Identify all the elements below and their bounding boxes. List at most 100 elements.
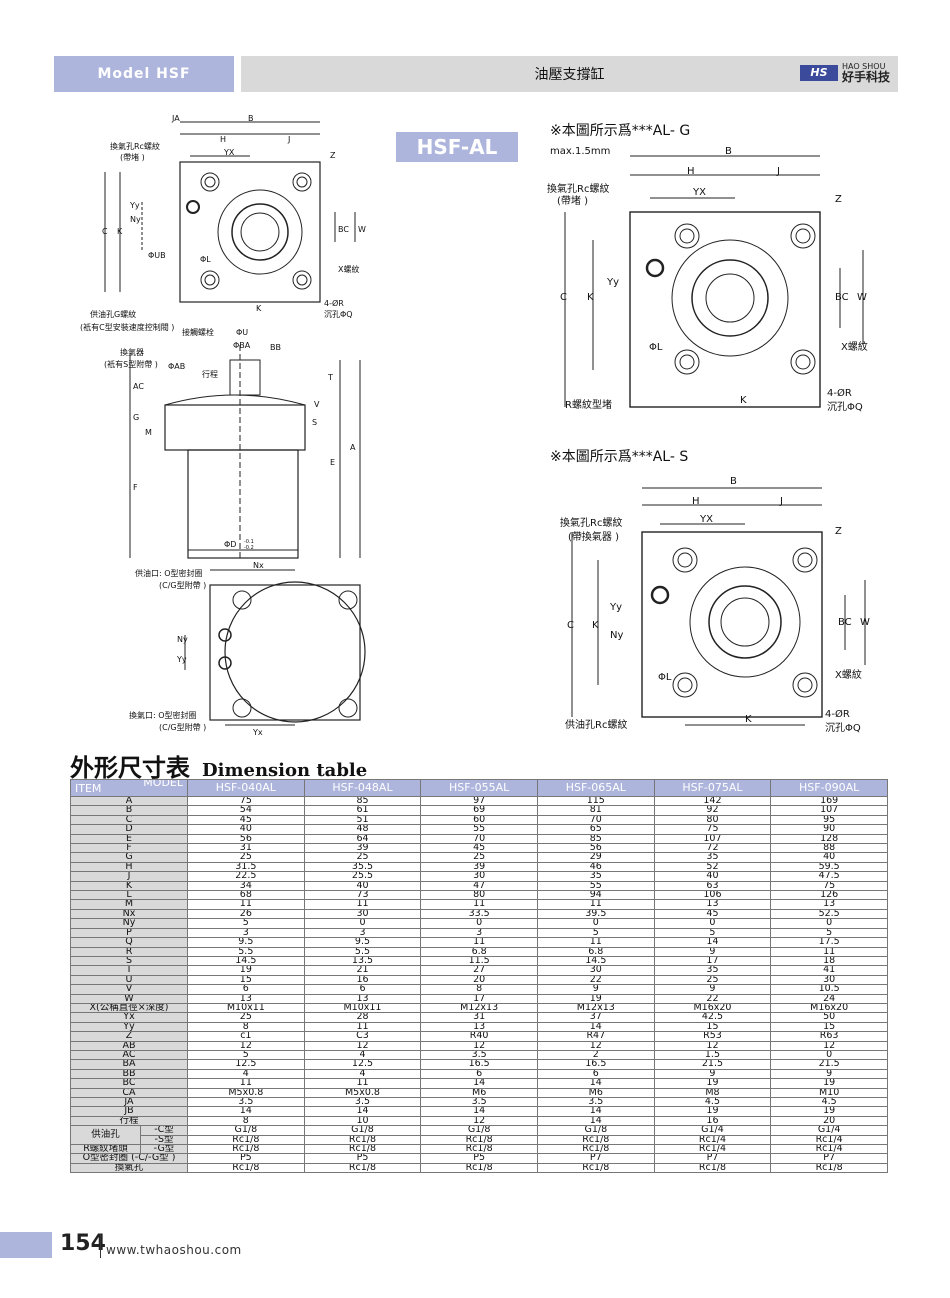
- table-cell: 20: [770, 1115, 888, 1127]
- table-cell: 9.5: [187, 937, 305, 948]
- table-cell: 80: [420, 890, 538, 901]
- caption-s-type: ※本圖所示爲***AL- S: [550, 449, 689, 465]
- table-cell: 16: [303, 974, 422, 986]
- note-label: (帶換氣器 ): [568, 530, 619, 543]
- body-circle: [217, 189, 303, 275]
- corner-model: MODEL: [143, 779, 183, 789]
- table-cell: 40: [303, 880, 422, 892]
- table-cell: 3.5: [187, 1096, 305, 1108]
- row-label: Yx: [70, 1012, 188, 1023]
- row-label: AB: [70, 1040, 188, 1051]
- table-cell: G1/8: [187, 1125, 305, 1136]
- table-cell: 47: [420, 880, 538, 892]
- row-label: JB: [70, 1106, 188, 1117]
- s-type-drawing: B H J YX Z 換氣孔Rc螺紋 (帶換氣器 ) C K Yy Ny BC …: [560, 476, 870, 734]
- dimension-table: ITEM MODEL HSF-040AL HSF-048AL HSF-055AL…: [70, 779, 888, 1174]
- table-cell: 16: [653, 1115, 772, 1127]
- table-cell: 88: [770, 843, 888, 854]
- table-cell: 56: [536, 843, 655, 854]
- table-cell: 12: [420, 1115, 538, 1127]
- table-cell: 16.5: [420, 1059, 538, 1070]
- table-cell: 59.5: [770, 861, 888, 873]
- dim-label: BB: [270, 343, 281, 352]
- table-cell: 95: [770, 814, 888, 826]
- table-cell: R47: [536, 1031, 655, 1042]
- note-label: (衹有C型安裝速度控制閥 ): [80, 322, 174, 332]
- row-group-label: 供油孔: [70, 1125, 141, 1146]
- vent-port: [186, 200, 200, 214]
- table-cell: 25: [187, 1012, 305, 1023]
- table-cell: G1/8: [420, 1125, 538, 1136]
- table-cell: 52.5: [770, 908, 888, 920]
- table-cell: 0: [420, 918, 538, 929]
- row-label: Ny: [70, 918, 188, 929]
- table-cell: 35: [653, 965, 772, 976]
- row-label: P: [70, 927, 188, 939]
- table-cell: 14: [187, 1106, 305, 1117]
- dim-label: YX: [699, 514, 713, 525]
- table-cell: 30: [303, 908, 422, 920]
- table-cell: 107: [653, 833, 772, 845]
- row-label: Z: [70, 1031, 188, 1042]
- row-label: 行程: [70, 1115, 188, 1127]
- dim-label: K: [256, 304, 262, 313]
- table-cell: 12: [303, 1040, 422, 1051]
- table-cell: 46: [536, 861, 655, 873]
- table-cell: 92: [653, 805, 772, 816]
- table-cell: R40: [420, 1031, 538, 1042]
- row-label: 換氣孔: [70, 1162, 188, 1174]
- dim-label: C: [102, 227, 108, 236]
- row-label: R: [70, 946, 188, 957]
- row-label: E: [70, 833, 188, 845]
- table-cell: 8: [187, 1021, 305, 1033]
- dim-label: ΦBA: [233, 341, 251, 350]
- table-cell: 14: [536, 1021, 655, 1033]
- table-cell: Rc1/8: [303, 1134, 422, 1146]
- table-cell: 22: [653, 993, 772, 1004]
- website-link[interactable]: www.twhaoshou.com: [106, 1243, 242, 1257]
- row-sub-label: -C型: [140, 1125, 188, 1136]
- table-cell: 97: [420, 795, 538, 807]
- table-cell: 60: [420, 814, 538, 826]
- table-title-zh: 外形尺寸表: [70, 753, 190, 782]
- dim-label: K: [587, 292, 594, 303]
- table-cell: 106: [653, 890, 772, 901]
- table-cell: 94: [536, 890, 655, 901]
- table-cell: 4: [303, 1049, 422, 1061]
- table-cell: 35.5: [303, 861, 422, 873]
- table-cell: Rc1/8: [536, 1162, 655, 1174]
- table-cell: 50: [770, 1012, 888, 1023]
- footer-bar: [0, 1232, 52, 1258]
- table-cell: Rc1/8: [770, 1162, 888, 1174]
- row-label: S: [70, 955, 188, 967]
- row-label: V: [70, 984, 188, 995]
- table-cell: 9: [653, 984, 772, 995]
- table-title: 外形尺寸表 Dimension table: [70, 748, 367, 783]
- table-cell: 28: [303, 1012, 422, 1023]
- body-circle: [224, 581, 366, 723]
- table-cell: 16.5: [536, 1059, 655, 1070]
- table-cell: 3.5: [536, 1096, 655, 1108]
- table-cell: 115: [536, 795, 655, 807]
- dim-label: H: [687, 166, 695, 177]
- table-cell: M6: [420, 1087, 538, 1099]
- table-cell: Rc1/8: [187, 1134, 305, 1146]
- table-cell: 73: [303, 890, 422, 901]
- row-label: AC: [70, 1049, 188, 1061]
- table-cell: 25: [303, 852, 422, 863]
- table-cell: 13.5: [303, 955, 422, 967]
- row-label: T: [70, 965, 188, 976]
- row-label: U: [70, 974, 188, 986]
- table-cell: M10x11: [303, 1002, 422, 1014]
- row-label: K: [70, 880, 188, 892]
- table-cell: 4: [187, 1068, 305, 1080]
- dim-label: ΦL: [658, 672, 672, 683]
